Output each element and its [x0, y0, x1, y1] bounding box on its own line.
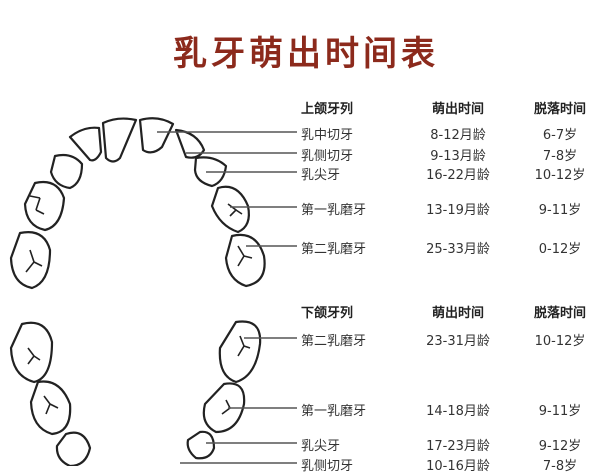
shedding-time: 10-12岁 — [534, 168, 586, 183]
shedding-time: 6-7岁 — [542, 128, 578, 143]
table-row: 第二乳磨牙 23-31月龄 10-12岁 — [300, 330, 612, 349]
eruption-time: 17-23月龄 — [426, 439, 490, 454]
shedding-time: 9-11岁 — [538, 404, 582, 419]
shedding-time: 9-11岁 — [538, 203, 582, 218]
leader-lines — [157, 131, 297, 464]
upper-header-row: 上颌牙列 萌出时间 脱落时间 — [300, 98, 612, 117]
eruption-time: 10-16月龄 — [426, 459, 490, 474]
lower-jaw-teeth — [9, 320, 262, 466]
shedding-time: 9-12岁 — [538, 439, 582, 454]
header-tooth-name: 下颌牙列 — [301, 306, 354, 321]
tooth-name: 第一乳磨牙 — [301, 404, 367, 419]
eruption-time: 13-19月龄 — [426, 203, 490, 218]
header-shedding: 脱落时间 — [533, 306, 586, 321]
tooth-name: 乳尖牙 — [301, 168, 341, 183]
eruption-time: 25-33月龄 — [426, 242, 490, 257]
header-eruption: 萌出时间 — [431, 102, 484, 117]
shedding-time: 7-8岁 — [542, 149, 578, 164]
header-tooth-name: 上颌牙列 — [301, 102, 354, 117]
tooth-name: 乳侧切牙 — [301, 459, 354, 474]
tooth-name: 第一乳磨牙 — [301, 203, 367, 218]
table-row: 乳侧切牙 9-13月龄 7-8岁 — [300, 145, 612, 164]
table-row: 第一乳磨牙 13-19月龄 9-11岁 — [300, 199, 612, 218]
upper-jaw-teeth — [9, 117, 266, 290]
eruption-time: 14-18月龄 — [426, 404, 490, 419]
tooth-name: 第二乳磨牙 — [301, 242, 367, 257]
table-row: 乳侧切牙 10-16月龄 7-8岁 — [300, 455, 612, 474]
tooth-name: 乳侧切牙 — [301, 149, 354, 164]
table-row: 乳尖牙 16-22月龄 10-12岁 — [300, 164, 612, 183]
table-row: 第二乳磨牙 25-33月龄 0-12岁 — [300, 238, 612, 257]
table-row: 第一乳磨牙 14-18月龄 9-11岁 — [300, 400, 612, 419]
eruption-time: 8-12月龄 — [430, 128, 486, 143]
eruption-time: 9-13月龄 — [430, 149, 486, 164]
tooth-name: 第二乳磨牙 — [301, 334, 367, 349]
shedding-time: 10-12岁 — [534, 334, 586, 349]
chart-title: 乳牙萌出时间表 — [173, 34, 439, 74]
table-row: 乳中切牙 8-12月龄 6-7岁 — [300, 124, 612, 143]
header-eruption: 萌出时间 — [431, 306, 484, 321]
eruption-time: 23-31月龄 — [426, 334, 490, 349]
eruption-time: 16-22月龄 — [426, 168, 490, 183]
table-row: 乳尖牙 17-23月龄 9-12岁 — [300, 435, 612, 454]
shedding-time: 7-8岁 — [542, 459, 578, 474]
header-shedding: 脱落时间 — [533, 102, 586, 117]
tooth-name: 乳中切牙 — [301, 128, 354, 143]
lower-header-row: 下颌牙列 萌出时间 脱落时间 — [300, 302, 612, 321]
shedding-time: 0-12岁 — [538, 242, 582, 257]
tooth-name: 乳尖牙 — [301, 439, 341, 454]
